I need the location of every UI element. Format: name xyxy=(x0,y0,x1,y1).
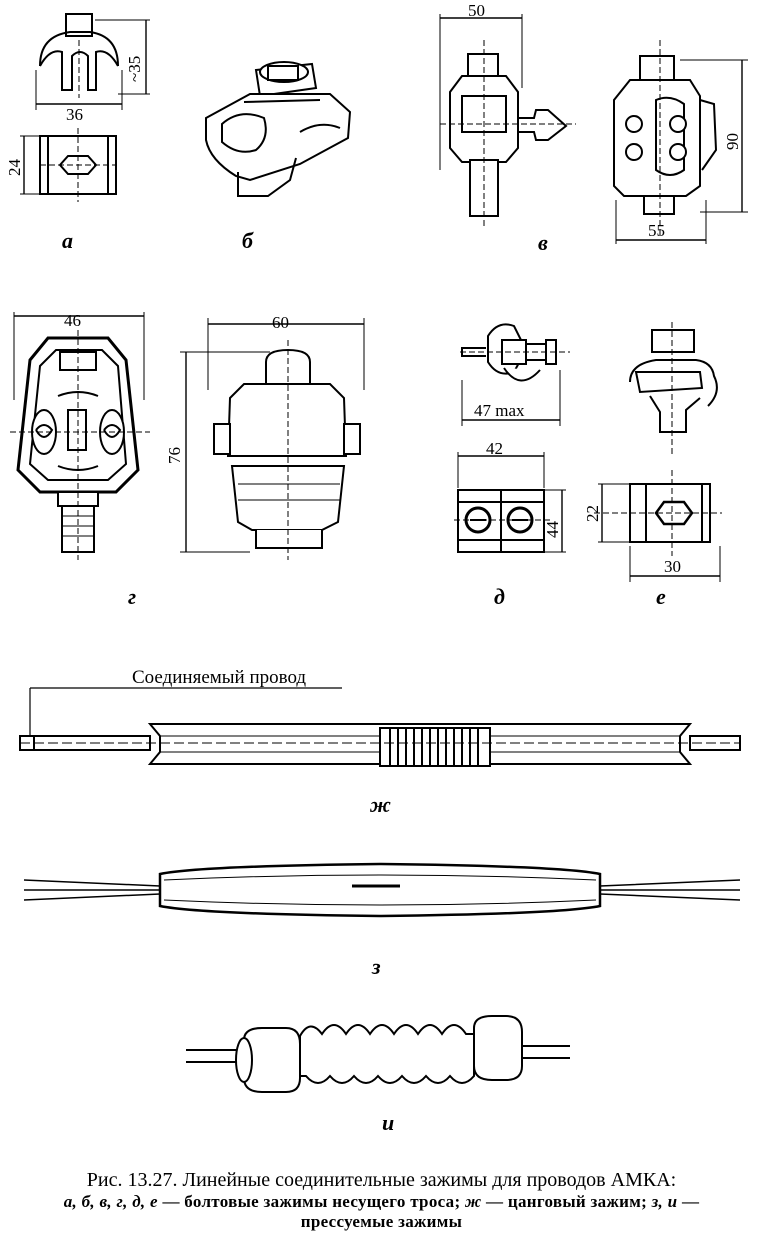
caption-legend-collet-text: — цанговый зажим; xyxy=(481,1192,652,1211)
clamp-d-top-view xyxy=(460,323,570,426)
caption-legend: а, б, в, г, д, е — болтовые зажимы несущ… xyxy=(0,1192,763,1232)
caption-legend-collet-label: ж xyxy=(464,1192,482,1211)
label-b: б xyxy=(242,228,254,253)
clamp-g-exterior-view xyxy=(180,318,365,560)
clamp-e-top-view xyxy=(629,322,718,456)
label-i: и xyxy=(382,1110,394,1135)
collet-clamp-drawing xyxy=(19,687,741,767)
dim-v-width: 50 xyxy=(468,1,485,20)
dim-a-width: 36 xyxy=(66,105,83,124)
label-e: е xyxy=(656,584,666,609)
label-a: а xyxy=(62,228,73,253)
pressed-clamp-drawing xyxy=(186,1015,570,1093)
clamp-b-perspective xyxy=(205,61,352,197)
dim-d-width: 42 xyxy=(486,439,503,458)
label-zh: ж xyxy=(369,792,391,817)
clamp-v-side-view xyxy=(613,40,748,244)
caption-legend-pressed-text: прессуемые зажимы xyxy=(300,1212,463,1231)
clamp-v-front-view xyxy=(439,14,576,228)
pressed-sleeve-drawing xyxy=(23,862,741,918)
caption-legend-bolt-text: — болтовые зажимы несущего троса; xyxy=(157,1192,465,1211)
clamp-a-side-view xyxy=(20,128,117,202)
label-z: з xyxy=(371,954,381,979)
label-g: г xyxy=(128,584,136,609)
figure-caption: Рис. 13.27. Линейные соединительные зажи… xyxy=(0,1168,763,1232)
dim-g2-width: 60 xyxy=(272,313,289,332)
clamp-e-bottom-view xyxy=(594,470,722,582)
label-d: д xyxy=(494,584,505,609)
dim-v2-height: 90 xyxy=(723,133,742,150)
dim-g2-height: 76 xyxy=(165,447,184,464)
dim-e-width: 30 xyxy=(664,557,681,576)
caption-legend-bolt-labels: а, б, в, г, д, е xyxy=(63,1192,158,1211)
dim-e-height: 22 xyxy=(583,505,602,522)
dim-d-height: 44 xyxy=(543,521,562,539)
clamp-d-bottom-view xyxy=(454,452,566,553)
dim-g-width: 46 xyxy=(64,311,81,330)
dim-a-side: 24 xyxy=(5,159,24,177)
clamp-a-top-view xyxy=(35,13,150,110)
dim-a-height: ~35 xyxy=(125,56,144,82)
caption-title: Рис. 13.27. Линейные соединительные зажи… xyxy=(86,1169,677,1191)
dim-v2-width: 55 xyxy=(648,221,665,240)
callout-connected-wire: Соединяемый провод xyxy=(132,667,306,688)
dim-d-top: 47 max xyxy=(474,401,525,420)
caption-legend-dash: — xyxy=(677,1192,700,1211)
label-v: в xyxy=(538,230,548,255)
caption-legend-pressed-labels: з, и xyxy=(651,1192,678,1211)
clamp-g-section-view xyxy=(10,312,150,560)
